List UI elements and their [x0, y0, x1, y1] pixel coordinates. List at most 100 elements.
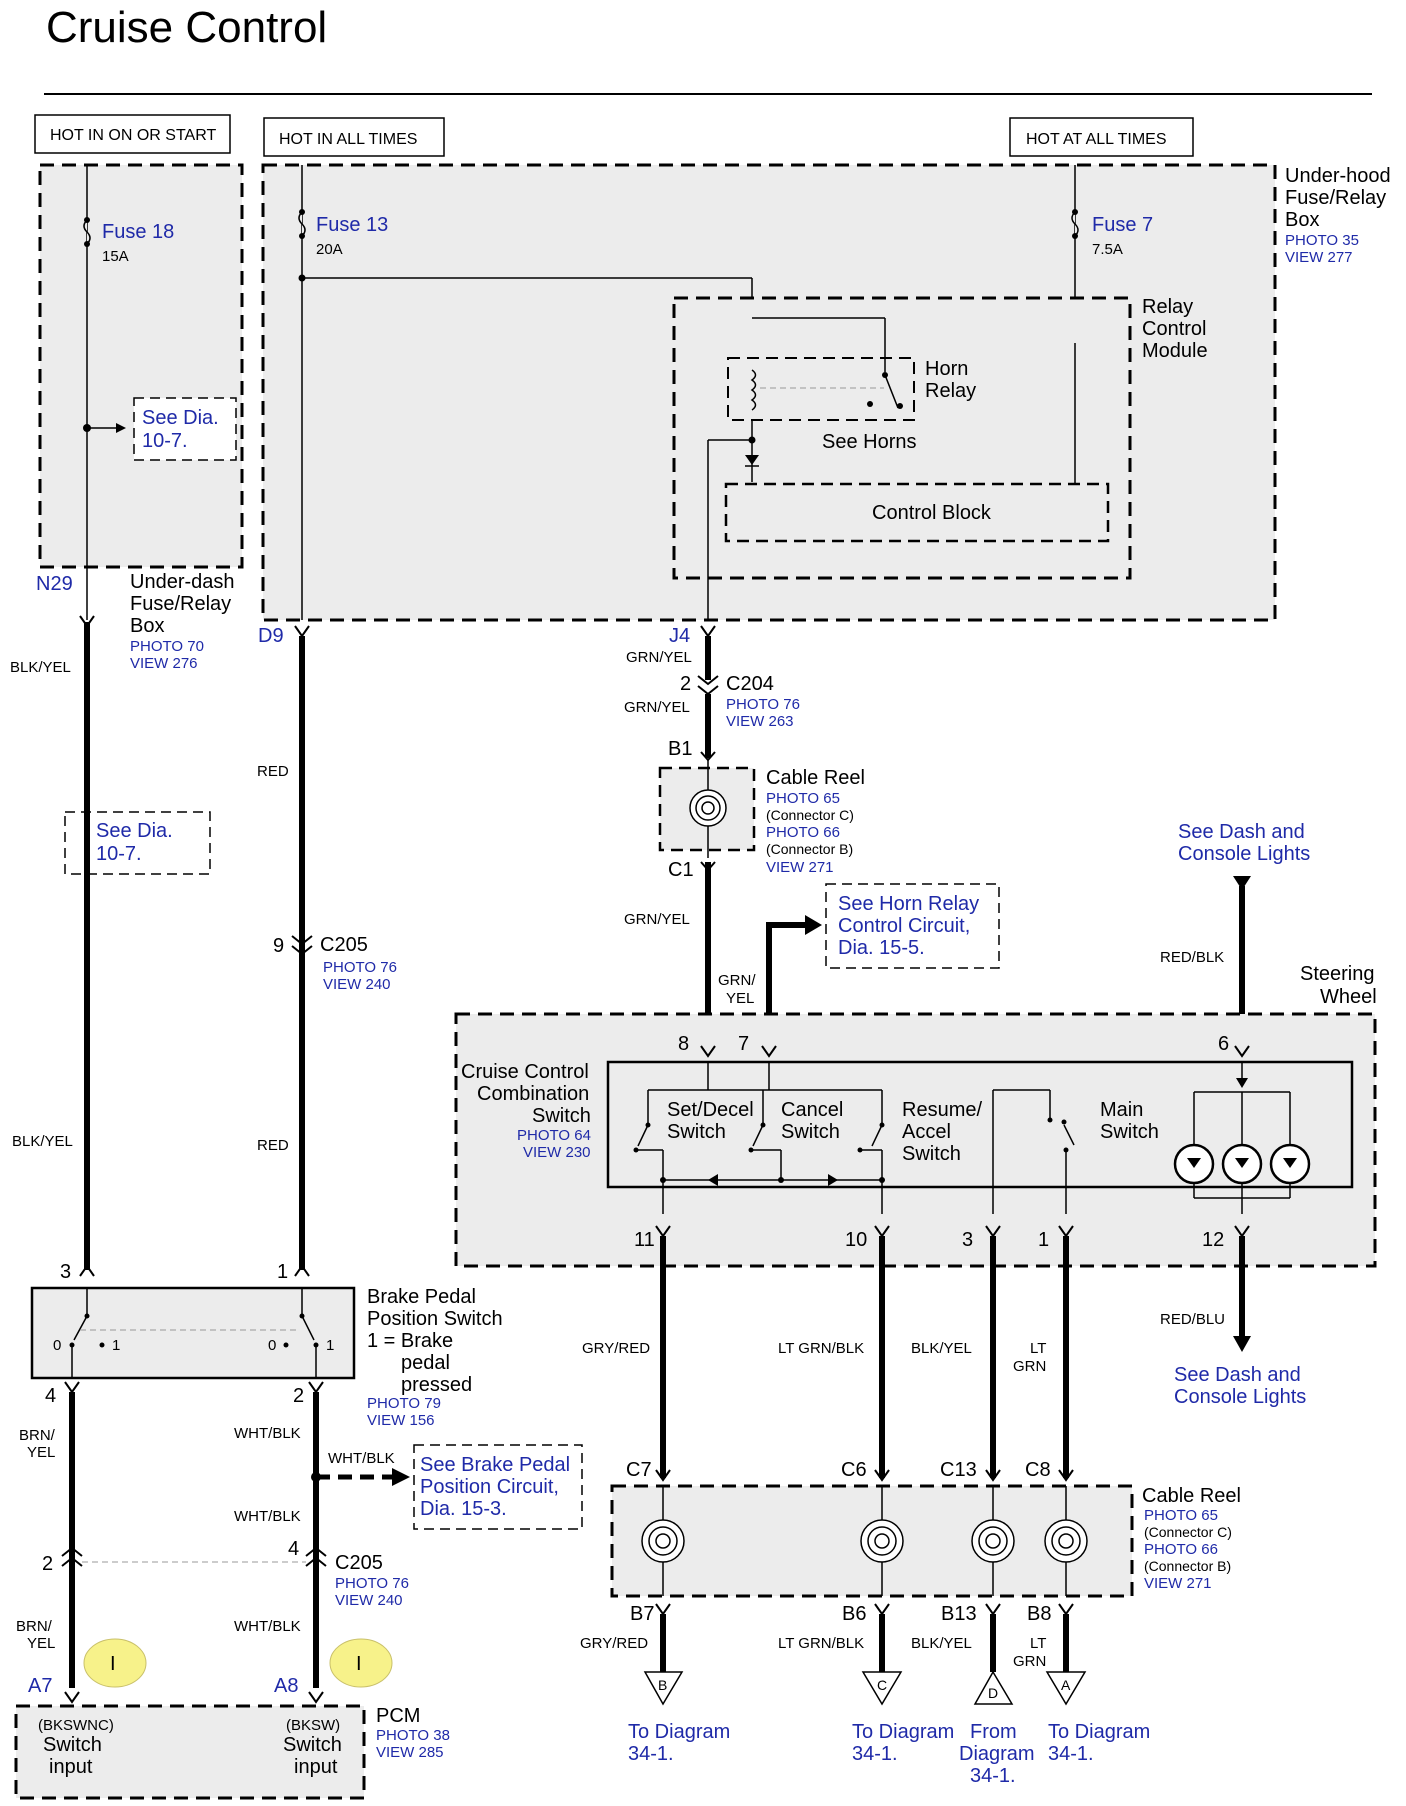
wire-wht-blk-label-3: WHT/BLK	[234, 1508, 301, 1525]
wire-red-blk-label: RED/BLK	[1160, 949, 1224, 966]
c205b-pin-right: 4	[288, 1538, 299, 1560]
dash-lights-bottom-l1: See Dash and	[1174, 1364, 1301, 1386]
wire-blk-yel-label-1: BLK/YEL	[10, 659, 71, 676]
underdash-label-1: Under-dash	[130, 571, 235, 593]
underdash-photo: PHOTO 70	[130, 638, 204, 655]
cable-reel-top-view: VIEW 271	[766, 859, 834, 876]
hot-all-times-box-1	[263, 117, 445, 157]
offpage-b	[643, 1671, 684, 1706]
wire-brn-label-1: BRN/	[19, 1427, 56, 1444]
underhood-label-1: Under-hood	[1285, 165, 1391, 187]
c204-pin: 2	[680, 673, 691, 695]
wire-wht-blk-label-1: WHT/BLK	[234, 1425, 301, 1442]
brake-circuit-box	[413, 1444, 583, 1530]
cable-reel-top-name: Cable Reel	[766, 767, 865, 789]
ccs-pin-6: 6	[1218, 1033, 1229, 1055]
horn-relay-circuit-l3: Dia. 15-5.	[838, 937, 925, 959]
brake-pin-2: 2	[293, 1385, 304, 1407]
control-block	[724, 482, 1110, 543]
terminal-b6: B6	[842, 1603, 866, 1625]
offpage-c-letter: C	[877, 1677, 887, 1693]
brake-circuit-l2: Position Circuit,	[420, 1476, 559, 1498]
relay-module-label-1: Relay	[1142, 296, 1193, 318]
terminal-c8: C8	[1025, 1459, 1051, 1481]
fuse18-rating: 15A	[102, 248, 129, 265]
cable-reel-bottom-view: VIEW 271	[1144, 1575, 1212, 1592]
steering-wheel-l1: Steering	[1300, 963, 1375, 985]
cable-reel-bottom-conn1: (Connector C)	[1144, 1524, 1232, 1540]
terminal-a8: A8	[274, 1675, 298, 1697]
hot-all-times-label-2: HOT AT ALL TIMES	[1026, 131, 1167, 148]
wire-yel-label-3: YEL	[27, 1635, 55, 1652]
wire-lt-grn-blk-label-1: LT GRN/BLK	[778, 1340, 864, 1357]
wire-grn-yel-label-2: GRN/YEL	[624, 699, 690, 716]
underdash-view: VIEW 276	[130, 655, 198, 672]
horn-relay-circuit-box	[825, 883, 1000, 969]
fuse7-symbol	[1071, 211, 1079, 237]
wire-lt-label-1: LT	[1030, 1340, 1046, 1357]
main-switch-label-1: Main	[1100, 1099, 1143, 1121]
wire-grn-label-1: GRN	[1013, 1358, 1046, 1375]
fuse13-rating: 20A	[316, 241, 343, 258]
c205a-pin: 9	[273, 935, 284, 957]
dash-lights-bottom-l2: Console Lights	[1174, 1386, 1306, 1408]
brake-circuit-l3: Dia. 15-3.	[420, 1498, 507, 1520]
see-dia-10-7-line2-a: 10-7.	[142, 430, 188, 452]
offpage-d-l2: Diagram	[959, 1743, 1035, 1765]
cancel-label-1: Cancel	[781, 1099, 843, 1121]
wire-wht-blk-label-4: WHT/BLK	[234, 1618, 301, 1635]
horn-relay-label-2: Relay	[925, 380, 976, 402]
fuse18-symbol	[83, 219, 91, 245]
pcm-right-3: input	[294, 1756, 338, 1778]
dash-lights-top-l1: See Dash and	[1178, 821, 1305, 843]
underhood-label-3: Box	[1285, 209, 1319, 231]
c205a-view: VIEW 240	[323, 976, 391, 993]
steering-wheel-l2: Wheel	[1320, 986, 1377, 1008]
pcm-right-2: Switch	[283, 1734, 342, 1756]
info-symbol-right-text: I	[356, 1653, 362, 1675]
ccs-pin-11: 11	[634, 1229, 655, 1251]
wire-grn-yel-label-3: GRN/YEL	[624, 911, 690, 928]
terminal-c1: C1	[668, 859, 694, 881]
offpage-a-letter: A	[1061, 1677, 1071, 1693]
offpage-b-letter: B	[658, 1677, 667, 1693]
terminal-j4: J4	[669, 625, 690, 647]
c204-name: C204	[726, 673, 774, 695]
ccs-view: VIEW 230	[523, 1144, 591, 1161]
fuse7-rating: 7.5A	[1092, 241, 1123, 258]
hot-all-times-label-1: HOT IN ALL TIMES	[279, 131, 417, 148]
ccs-pin-3: 3	[962, 1229, 973, 1251]
info-symbol-left-text: I	[110, 1653, 116, 1675]
see-dia-10-7-line2-b: 10-7.	[96, 843, 142, 865]
offpage-b-l2: 34-1.	[628, 1743, 674, 1765]
resume-label-2: Accel	[902, 1121, 951, 1143]
wire-wht-blk-label-2: WHT/BLK	[328, 1450, 395, 1467]
ccs-pin-10: 10	[845, 1229, 867, 1251]
underhood-view: VIEW 277	[1285, 249, 1353, 266]
offpage-a-l1: To Diagram	[1048, 1721, 1150, 1743]
pcm-left-3: input	[49, 1756, 93, 1778]
ccs-pin-7: 7	[738, 1033, 749, 1055]
ccs-pin-1: 1	[1038, 1229, 1049, 1251]
terminal-c7: C7	[626, 1459, 652, 1481]
see-dia-10-7-box-1	[133, 397, 237, 461]
wire-grn-yel-label-1: GRN/YEL	[626, 649, 692, 666]
fuse13-name: Fuse 13	[316, 214, 388, 236]
pcm-name: PCM	[376, 1705, 420, 1727]
ccs-label-1: Cruise Control	[461, 1061, 589, 1083]
underdash-label-3: Box	[130, 615, 164, 637]
ccs-photo: PHOTO 64	[517, 1127, 591, 1144]
cable-reel-top-photo2: PHOTO 66	[766, 824, 840, 841]
under-dash-fuse-box	[38, 163, 244, 569]
offpage-d-l1: From	[970, 1721, 1017, 1743]
set-decel-label-2: Switch	[667, 1121, 726, 1143]
terminal-c13: C13	[940, 1459, 977, 1481]
c205b-name: C205	[335, 1552, 383, 1574]
terminal-b8: B8	[1027, 1603, 1051, 1625]
c204-photo: PHOTO 76	[726, 696, 800, 713]
wire-gry-red-label-2: GRY/RED	[580, 1635, 648, 1652]
offpage-d	[973, 1670, 1014, 1705]
brake-switch-box	[30, 1286, 356, 1380]
wire-blk-yel-label-4: BLK/YEL	[911, 1635, 972, 1652]
terminal-b13: B13	[941, 1603, 977, 1625]
